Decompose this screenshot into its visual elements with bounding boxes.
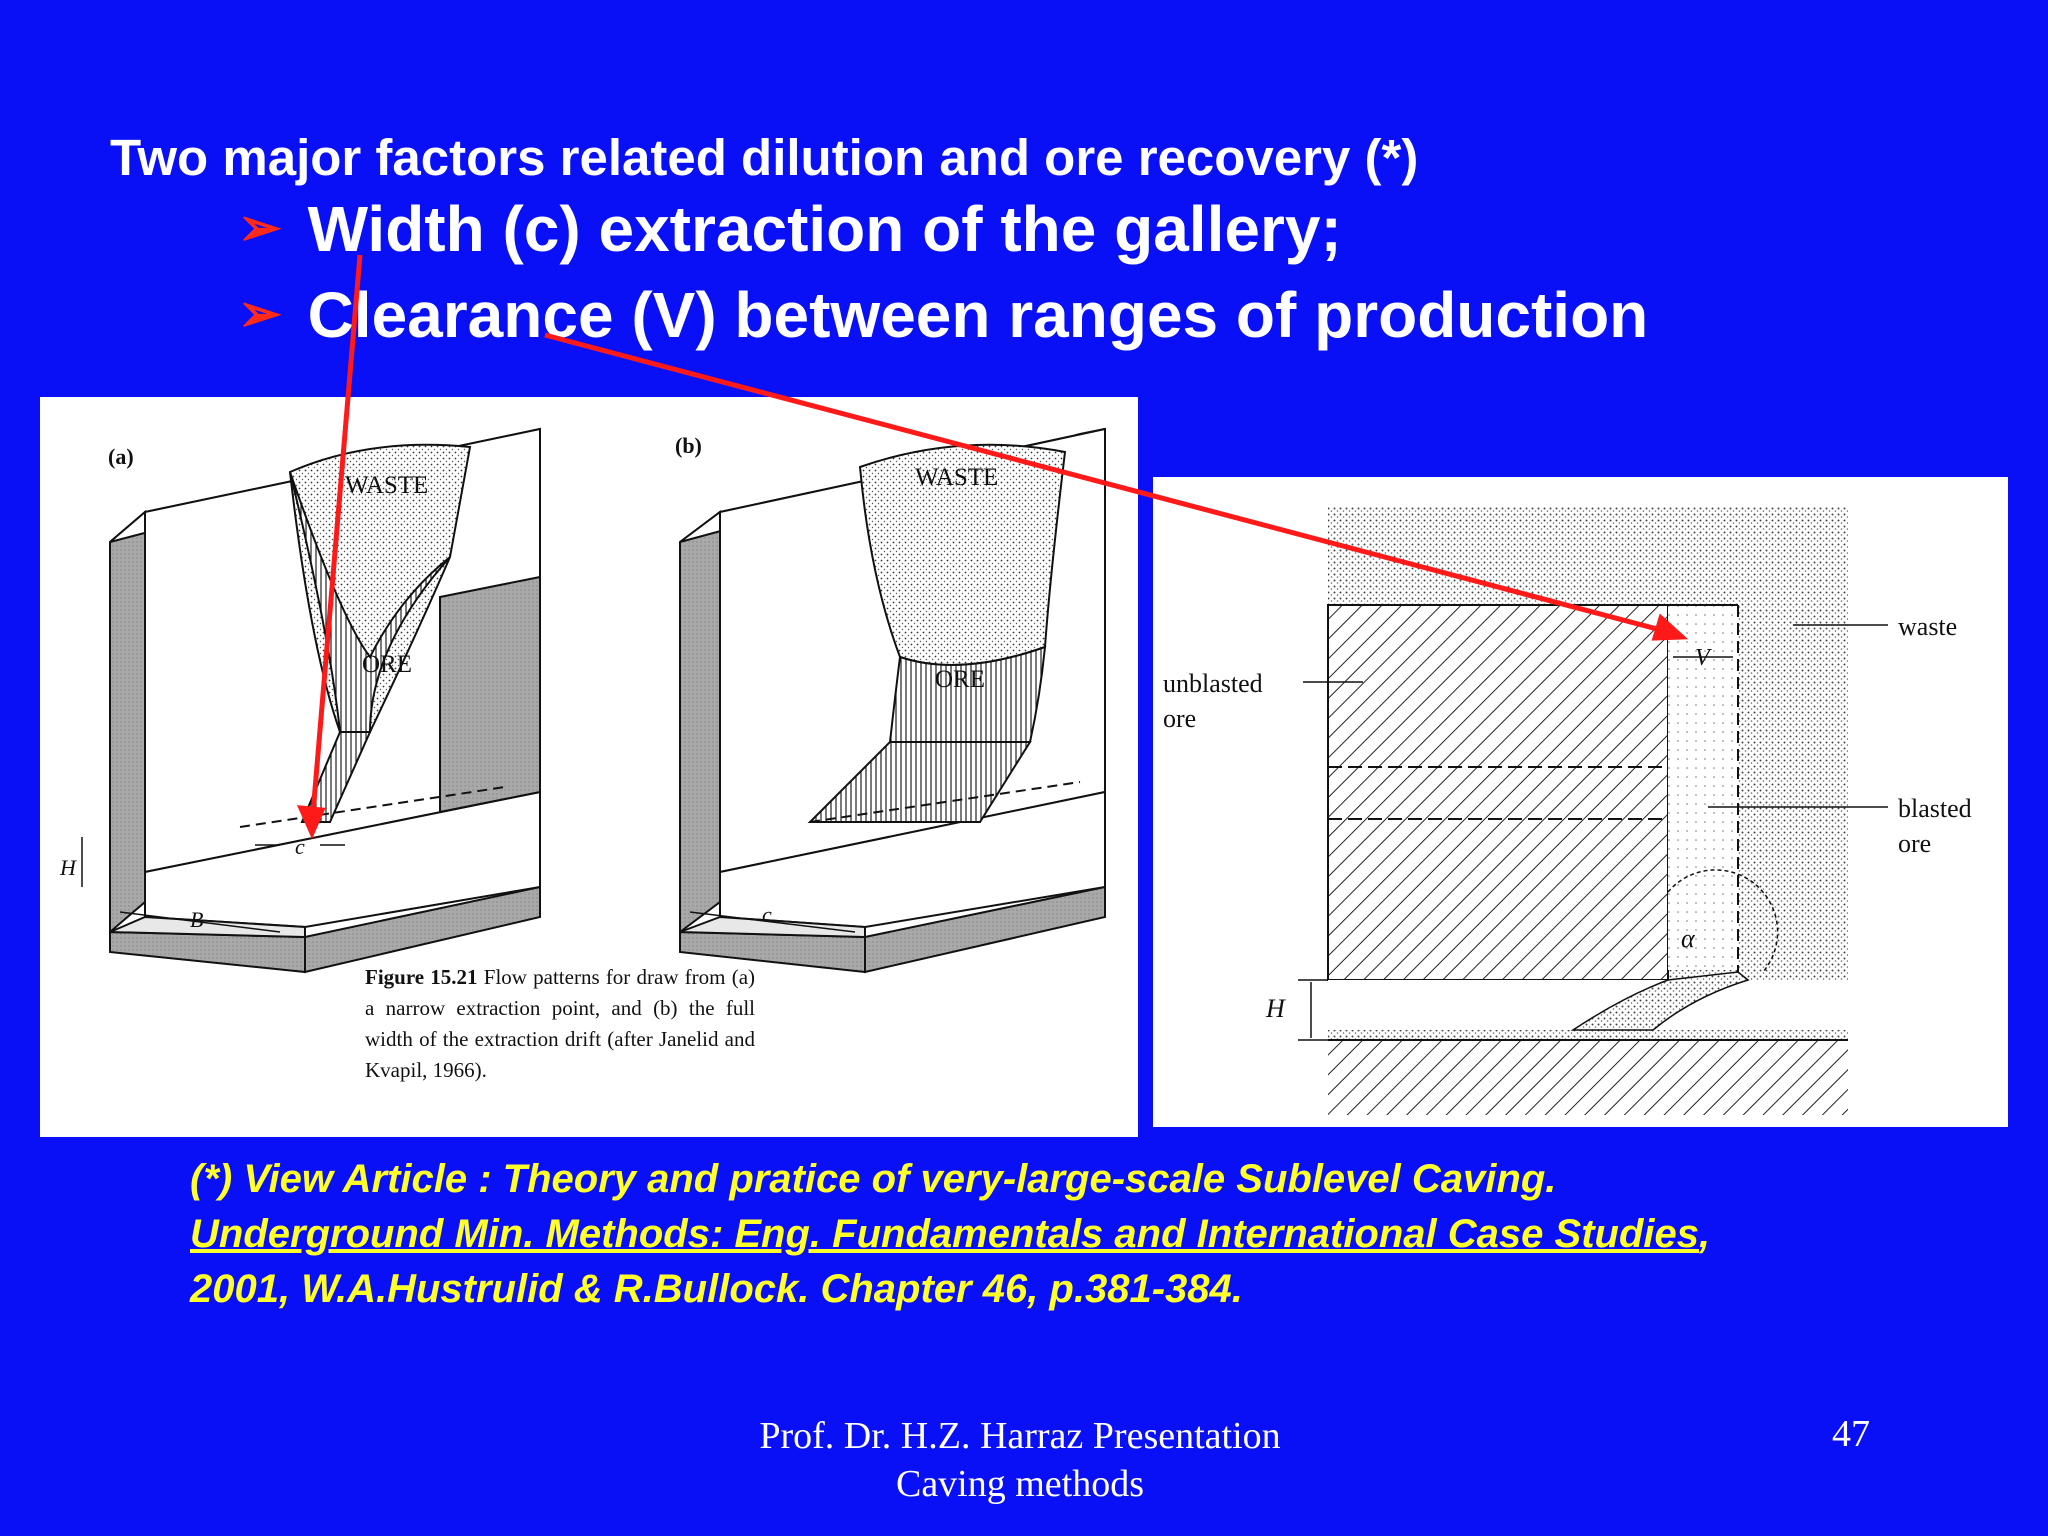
panel-a-drawing: [109, 427, 541, 974]
unblasted-label-2: ore: [1163, 704, 1196, 733]
panel-a-label: (a): [108, 444, 134, 469]
panel-b-dimension-line: [689, 911, 856, 933]
bullet-width: ➢ Width (c) extraction of the gallery;: [238, 192, 1342, 266]
page-number: 47: [1832, 1413, 1870, 1455]
figure-caption-number: Figure 15.21: [365, 965, 478, 989]
unblasted-label: unblasted: [1163, 669, 1263, 698]
panel-a-dimension-lines: [81, 837, 345, 933]
reference-rest: , 2001, W.A.Hustrulid & R.Bullock. Chapt…: [190, 1212, 1711, 1311]
figure-sublevel-section: unblasted ore waste blasted ore V H α: [1153, 477, 2008, 1127]
arrow-head-icon: [296, 805, 326, 840]
panel-b-waste-label: WASTE: [915, 464, 998, 491]
dim-v-label: V: [1695, 645, 1712, 671]
arrow-to-width-c: [309, 254, 363, 826]
figure-caption-text: Flow patterns for draw from (a) a narrow…: [365, 965, 756, 1082]
panel-b-label: (b): [675, 433, 702, 458]
blasted-label: blasted: [1898, 794, 1972, 823]
footer-topic: Caving methods: [895, 1463, 1145, 1505]
dim-b-label: B: [190, 907, 203, 932]
angle-alpha-label: α: [1681, 924, 1696, 953]
bullet-clearance: ➢ Clearance (V) between ranges of product…: [238, 278, 1648, 352]
dim-h-label: H: [1265, 994, 1286, 1023]
blasted-label-2: ore: [1898, 829, 1931, 858]
bullet-width-text: Width (c) extraction of the gallery;: [307, 193, 1342, 265]
figure-caption: Figure 15.21 Flow patterns for draw from…: [365, 962, 755, 1086]
reference-citation: (*) View Article : Theory and pratice of…: [190, 1152, 1790, 1317]
bullet-clearance-text: Clearance (V) between ranges of producti…: [307, 279, 1649, 351]
panel-a-ore-label: ORE: [362, 651, 412, 678]
section-drawing: [1298, 507, 1888, 1115]
arrow-head-icon: [1651, 613, 1689, 641]
panel-a-waste-label: WASTE: [345, 472, 428, 499]
arrow-bullet-icon: ➢: [238, 199, 282, 257]
slide-footer: Prof. Dr. H.Z. Harraz Presentation Cavin…: [620, 1412, 1420, 1508]
reference-line1: (*) View Article : Theory and pratice of…: [190, 1157, 1557, 1201]
arrow-to-clearance-v: [544, 332, 1673, 636]
dim-c-width-label: c: [762, 902, 772, 927]
figure-flow-patterns: (a) WASTE ORE c H B (b) WASTE ORE: [40, 397, 1138, 1137]
waste-label: waste: [1898, 612, 1957, 641]
panel-b-drawing: [679, 427, 1106, 974]
slide-heading: Two major factors related dilution and o…: [110, 129, 1419, 186]
panel-a-dim-h-label: H: [59, 855, 77, 880]
panel-b-ore-label: ORE: [935, 666, 985, 693]
reference-link[interactable]: Underground Min. Methods: Eng. Fundament…: [190, 1212, 1699, 1256]
footer-author: Prof. Dr. H.Z. Harraz Presentation: [759, 1415, 1281, 1457]
arrow-bullet-icon: ➢: [238, 285, 282, 343]
flow-patterns-diagram: (a) WASTE ORE c H B (b) WASTE ORE: [59, 427, 1106, 974]
sublevel-section-diagram: unblasted ore waste blasted ore V H α: [1163, 507, 1972, 1115]
dim-c-label: c: [295, 834, 305, 859]
